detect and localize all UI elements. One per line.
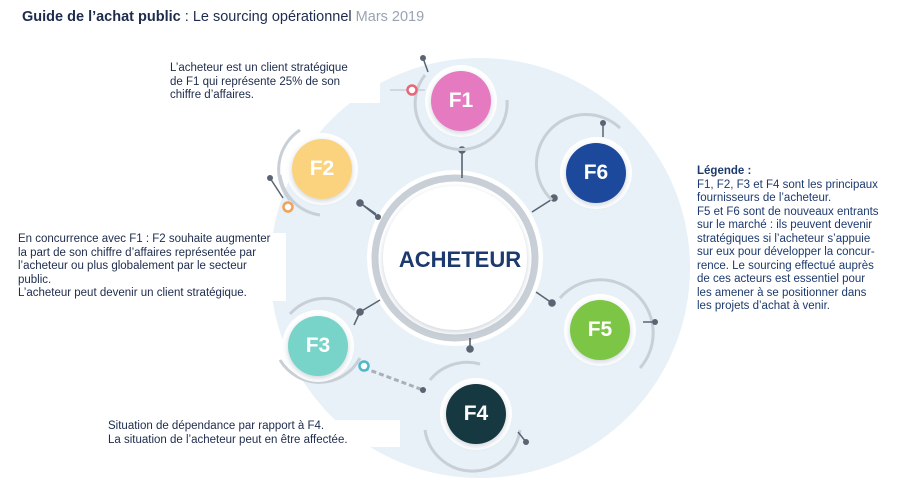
node-label-f2: F2: [309, 157, 335, 180]
note-f1-line: de F1 qui représente 25% de son: [170, 75, 341, 88]
node-label-f6: F6: [583, 161, 609, 184]
node-label-f4: F4: [463, 402, 489, 425]
note-f1: L’acheteur est un client stratégique de …: [170, 62, 380, 103]
legend-line: les projets d’achat à venir.: [697, 300, 830, 312]
center-ring: [371, 174, 539, 342]
legend-line: stratégiques si l’acheteur s’appuie: [697, 232, 871, 245]
legend-line: sur le marché : ils peuvent devenir: [697, 219, 873, 231]
note-f2-line: la part de son chiffre d’affaires représ…: [18, 246, 257, 259]
node-f6: [534, 113, 632, 209]
node-label-f1: F1: [448, 89, 474, 112]
node-f4: [423, 360, 529, 473]
legend: Légende : F1, F2, F3 et F4 sont les prin…: [697, 165, 907, 314]
legend-line: de ces acteurs est essentiel pour: [697, 273, 866, 285]
page-header: Guide de l’achat public : Le sourcing op…: [22, 9, 424, 25]
marker-f2: [282, 201, 294, 213]
note-f2: En concurrence avec F1 : F2 souhaite aug…: [18, 233, 286, 301]
guide-title: Guide de l’achat public: [22, 9, 181, 25]
note-f2-line: l’acheteur ou plus globalement par le se…: [18, 260, 247, 272]
note-f4: Situation de dépendance par rapport à F4…: [108, 420, 400, 447]
note-f2-line: L’acheteur peut devenir un client straté…: [18, 287, 247, 299]
center-circle: [383, 186, 527, 330]
node-label-f3: F3: [305, 334, 331, 357]
note-f2-line: En concurrence avec F1 : F2 souhaite aug…: [18, 233, 271, 245]
marker-f1: [406, 84, 418, 96]
legend-line: fournisseurs de l’acheteur.: [697, 192, 832, 204]
legend-title: Légende :: [697, 165, 752, 177]
guide-date: Mars 2019: [355, 9, 425, 25]
note-f1-line: chiffre d’affaires.: [170, 89, 254, 101]
guide-subtitle: Le sourcing opérationnel: [192, 9, 352, 25]
header-separator: :: [180, 9, 193, 25]
node-label-f5: F5: [587, 318, 613, 341]
legend-line: F5 et F6 sont de nouveaux entrants: [697, 205, 879, 218]
center-label-acheteur: ACHETEUR: [398, 247, 522, 272]
node-f5: [558, 278, 658, 369]
node-f1: [390, 55, 509, 151]
legend-line: les amener à se positionner dans: [697, 286, 867, 299]
legend-line: F1, F2, F3 et F4 sont les principaux: [697, 178, 878, 191]
legend-line: sur eux pour développer la concur-: [697, 246, 875, 258]
note-f4-line: Situation de dépendance par rapport à F4…: [108, 420, 325, 432]
note-f4-line: La situation de l’acheteur peut en être …: [108, 433, 348, 446]
node-f2: [267, 128, 381, 220]
legend-line: rence. Le sourcing effectué auprès: [697, 259, 874, 272]
marker-f3: [358, 360, 370, 372]
node-f3: [278, 296, 426, 393]
note-f2-line: public.: [18, 273, 52, 286]
note-f1-line: L’acheteur est un client stratégique: [170, 62, 348, 74]
